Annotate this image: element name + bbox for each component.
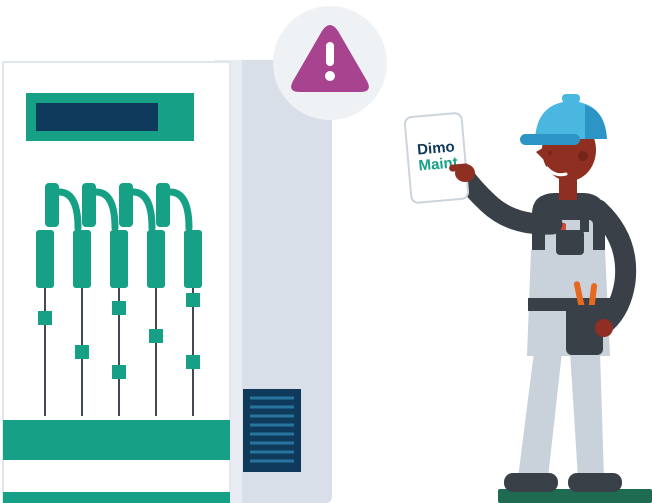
- technician: Dimo Maint: [403, 94, 652, 503]
- arm-left: [587, 199, 637, 333]
- hard-hat-ridge: [562, 94, 580, 103]
- hook-elbow: [166, 188, 193, 232]
- tablet: Dimo Maint: [403, 112, 470, 204]
- hook-bar: [156, 183, 170, 227]
- hand-left: [595, 319, 613, 337]
- shoe-left: [504, 473, 558, 492]
- tablet-brand-line2: Maint: [418, 154, 459, 174]
- hard-hat-bill: [520, 134, 580, 145]
- hook-bar: [82, 183, 96, 227]
- door-vent: [243, 389, 301, 472]
- hook-bar: [119, 183, 133, 227]
- breaker-bar: [73, 230, 91, 288]
- arm-right: [452, 164, 563, 235]
- hook-elbow: [129, 188, 156, 232]
- hook-bar: [45, 183, 59, 227]
- smile: [545, 166, 568, 177]
- tablet-body: [403, 112, 470, 204]
- leg-right: [570, 352, 604, 478]
- wire-node: [112, 301, 126, 315]
- warning-badge: [273, 6, 387, 120]
- breaker-bar: [147, 230, 165, 288]
- warning-exclamation-dot: [325, 71, 335, 81]
- tool-pouch: [566, 305, 603, 355]
- vent-body: [243, 389, 301, 472]
- hook-elbow: [55, 188, 82, 232]
- breaker-hooks: [45, 183, 193, 232]
- eye: [548, 151, 552, 155]
- cabinet-bottom-band: [3, 420, 230, 460]
- breaker-bars: [36, 230, 202, 288]
- wire-node: [149, 329, 163, 343]
- chest-pocket: [556, 230, 584, 255]
- tool-screwdriver-2: [588, 283, 598, 308]
- breaker-bar: [110, 230, 128, 288]
- shoe-right: [568, 473, 622, 492]
- leg-left: [518, 352, 562, 478]
- wire-node: [112, 365, 126, 379]
- wire-node: [75, 345, 89, 359]
- wire-node: [186, 293, 200, 307]
- breaker-bar: [36, 230, 54, 288]
- tablet-brand-line1: Dimo: [416, 138, 455, 158]
- warning-exclamation-bar: [326, 42, 334, 66]
- breaker-bar: [184, 230, 202, 288]
- wire-node: [38, 311, 52, 325]
- bib-strap-right: [580, 208, 589, 232]
- wire-node: [186, 355, 200, 369]
- hard-hat-back-shade: [585, 105, 607, 139]
- hook-elbow: [92, 188, 119, 232]
- tool-screwdriver-1: [573, 281, 585, 308]
- hand-right: [455, 164, 475, 182]
- ear: [578, 151, 588, 161]
- cabinet-wires: [38, 288, 200, 416]
- cabinet-display-screen: [36, 103, 158, 131]
- electrical-cabinet: [2, 61, 231, 503]
- ground-strip: [498, 489, 652, 503]
- cabinet-base: [3, 492, 230, 503]
- nose: [536, 143, 551, 165]
